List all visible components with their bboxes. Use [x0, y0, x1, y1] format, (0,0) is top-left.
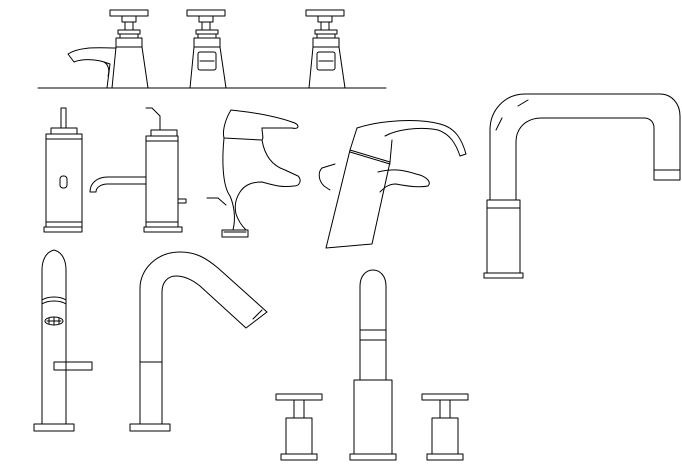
basin-pillar-tap-right: [306, 10, 345, 88]
basin-pillar-tap-center: [187, 10, 226, 88]
gooseneck-spout: [130, 252, 267, 431]
bath-mixer-left: [68, 10, 148, 88]
curved-lever-mixer: [207, 110, 300, 237]
square-spout: [484, 94, 680, 278]
single-lever-side: [90, 108, 186, 232]
tilted-lever-mixer: [319, 121, 466, 248]
single-lever-front: [44, 108, 82, 232]
tall-lever-front: [34, 250, 92, 431]
three-hole-set: [276, 270, 468, 460]
